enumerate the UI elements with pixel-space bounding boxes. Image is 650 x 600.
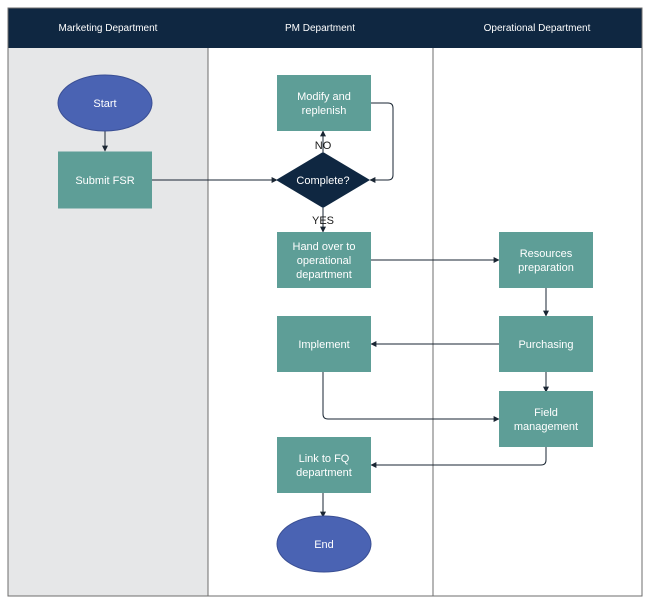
connectors xyxy=(102,102,549,518)
node-label-implement: Implement xyxy=(298,339,349,351)
node-label-field-mgmt: management xyxy=(514,421,578,433)
node-complete: Complete? xyxy=(276,152,370,208)
node-label-link-fq: Link to FQ xyxy=(299,453,350,465)
lane-header-bar xyxy=(8,8,642,48)
node-label-resources: preparation xyxy=(518,262,574,274)
edge-field-to-link xyxy=(370,447,547,468)
lane-title-pm: PM Department xyxy=(285,23,355,34)
edge-label-yes: YES xyxy=(312,215,334,227)
node-purchasing: Purchasing xyxy=(499,316,593,372)
node-label-hand-over: operational xyxy=(297,255,351,267)
node-shape-modify xyxy=(277,75,371,131)
lane-title-operational: Operational Department xyxy=(484,23,591,34)
node-field-mgmt: Field management xyxy=(499,391,593,447)
node-label-purchasing: Purchasing xyxy=(518,339,573,351)
node-shape-start xyxy=(57,74,153,132)
node-label-complete: Complete? xyxy=(296,175,349,187)
node-label-modify: Modify and xyxy=(297,91,351,103)
node-label-field-mgmt: Field xyxy=(534,407,558,419)
node-shape-end xyxy=(276,515,372,573)
node-label-resources: Resources xyxy=(520,248,573,260)
node-shape-submit-fsr xyxy=(58,151,152,209)
diagram-border xyxy=(7,7,643,597)
node-label-hand-over: department xyxy=(296,269,352,281)
node-label-link-fq: department xyxy=(296,467,352,479)
node-implement: Implement xyxy=(277,316,371,372)
node-end: End xyxy=(276,515,372,573)
marketing-lane-background xyxy=(8,48,208,596)
edge-modify-to-complete xyxy=(369,102,394,183)
node-shape-implement xyxy=(277,316,371,372)
node-label-start: Start xyxy=(93,98,116,110)
node-shape-purchasing xyxy=(499,316,593,372)
node-shape-hand-over xyxy=(277,232,371,288)
node-shape-complete xyxy=(276,152,370,208)
node-label-end: End xyxy=(314,539,334,551)
node-start: Start xyxy=(57,74,153,132)
edge-label-no: NO xyxy=(315,140,332,152)
node-label-modify: replenish xyxy=(302,105,347,117)
node-modify: Modify and replenish xyxy=(277,75,371,131)
node-resources: Resources preparation xyxy=(499,232,593,288)
node-hand-over: Hand over to operational department xyxy=(277,232,371,288)
node-submit-fsr: Submit FSR xyxy=(58,151,152,209)
node-shape-resources xyxy=(499,232,593,288)
node-link-fq: Link to FQ department xyxy=(277,437,371,493)
edge-implement-to-field xyxy=(322,372,500,422)
node-shape-link-fq xyxy=(277,437,371,493)
node-shape-field-mgmt xyxy=(499,391,593,447)
node-label-submit-fsr: Submit FSR xyxy=(75,175,134,187)
lane-title-marketing: Marketing Department xyxy=(59,23,158,34)
node-label-hand-over: Hand over to xyxy=(293,241,356,253)
